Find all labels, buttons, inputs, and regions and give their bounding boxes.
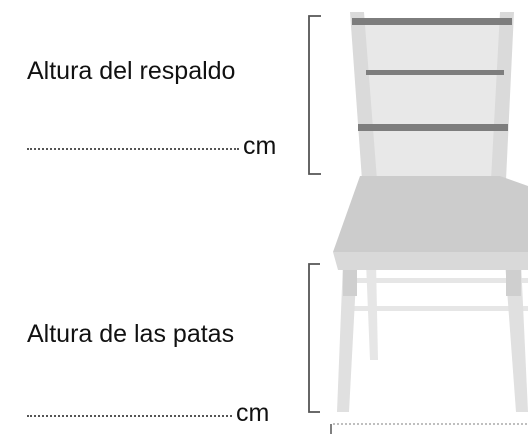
chair-seat-edge (333, 252, 528, 270)
chair-stretcher-upper (352, 278, 528, 283)
chair-backrest (352, 18, 512, 178)
chair-back-post-right (491, 12, 514, 180)
chair-front-leg-left (337, 262, 357, 412)
chair-leg-joint-right (506, 262, 521, 296)
chair-slat-bottom (358, 124, 508, 131)
chair-back-post-left (350, 12, 377, 180)
chair-slat-top (352, 18, 512, 25)
leg-height-answer: cm (27, 401, 269, 426)
leg-height-label: Altura de las patas (27, 320, 235, 348)
leg-height-bracket (308, 263, 320, 413)
chair-leg-joint-left (343, 262, 357, 296)
back-height-label: Altura del respaldo (27, 57, 236, 85)
back-height-input[interactable] (27, 148, 239, 150)
back-height-unit: cm (243, 132, 277, 160)
leg-height-input[interactable] (27, 415, 232, 417)
chair-stretcher-lower (352, 306, 528, 311)
chair-front-leg-right (505, 262, 528, 412)
floor-line (330, 423, 528, 434)
chair-seat-top (333, 176, 528, 252)
back-height-bracket (308, 15, 321, 175)
chair-slat-middle (366, 70, 504, 75)
leg-height-unit: cm (236, 399, 270, 427)
back-height-answer: cm (27, 134, 276, 159)
